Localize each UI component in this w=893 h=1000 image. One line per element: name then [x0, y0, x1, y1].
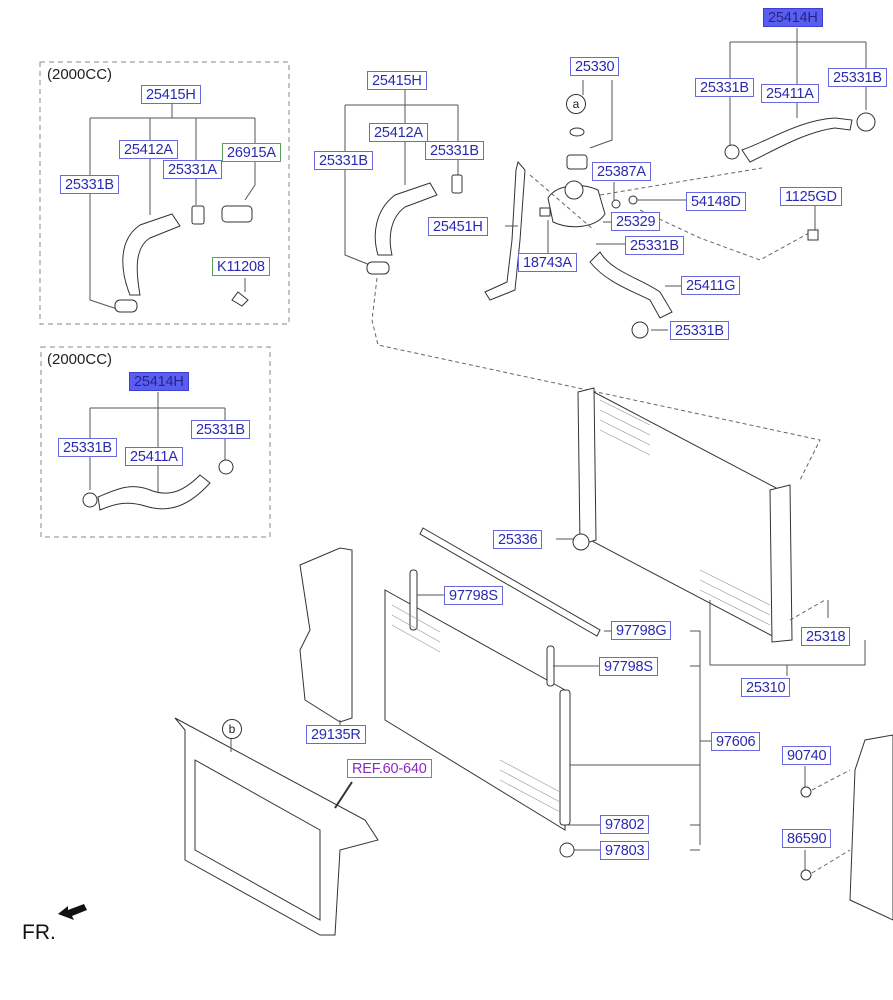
callout-b: b: [222, 719, 242, 739]
part-label-25331B[interactable]: 25331B: [828, 68, 887, 87]
part-label-25387A[interactable]: 25387A: [592, 162, 651, 181]
part-label-25310[interactable]: 25310: [741, 678, 791, 697]
part-label-25331B[interactable]: 25331B: [58, 438, 117, 457]
part-label-25330[interactable]: 25330: [570, 57, 620, 76]
part-label-25412A[interactable]: 25412A: [119, 140, 178, 159]
part-label-25331A[interactable]: 25331A: [163, 160, 222, 179]
part-label-97798S[interactable]: 97798S: [444, 586, 503, 605]
part-label-25331B[interactable]: 25331B: [625, 236, 684, 255]
part-label-1125GD[interactable]: 1125GD: [780, 187, 842, 206]
part-label-90740[interactable]: 90740: [782, 746, 832, 765]
part-label-97803[interactable]: 97803: [600, 841, 650, 860]
part-label-25415H[interactable]: 25415H: [141, 85, 201, 104]
part-label-26915A[interactable]: 26915A: [222, 143, 281, 162]
group-caption-2000cc: (2000CC): [47, 351, 113, 368]
part-label-25336[interactable]: 25336: [493, 530, 543, 549]
part-label-25331B[interactable]: 25331B: [425, 141, 484, 160]
part-label-25329[interactable]: 25329: [611, 212, 661, 231]
front-arrow-icon: [58, 904, 87, 920]
ref-link-60-640[interactable]: REF.60-640: [347, 759, 432, 778]
group-box-2000cc-1: [39, 61, 290, 325]
part-label-25412A[interactable]: 25412A: [369, 123, 428, 142]
part-label-25451H[interactable]: 25451H: [428, 217, 488, 236]
part-label-25331B[interactable]: 25331B: [670, 321, 729, 340]
part-label-25414H[interactable]: 25414H: [129, 372, 189, 391]
part-label-97606[interactable]: 97606: [711, 732, 761, 751]
part-label-25411A[interactable]: 25411A: [125, 447, 183, 466]
part-label-25411G[interactable]: 25411G: [681, 276, 741, 295]
callout-a: a: [566, 94, 586, 114]
part-label-25415H[interactable]: 25415H: [367, 71, 427, 90]
part-label-25331B[interactable]: 25331B: [695, 78, 754, 97]
part-label-25331B[interactable]: 25331B: [60, 175, 119, 194]
part-label-K11208[interactable]: K11208: [212, 257, 270, 276]
part-label-97798S[interactable]: 97798S: [599, 657, 658, 676]
part-label-54148D[interactable]: 54148D: [686, 192, 746, 211]
part-label-25411A[interactable]: 25411A: [761, 84, 819, 103]
part-label-18743A[interactable]: 18743A: [518, 253, 577, 272]
part-label-25331B[interactable]: 25331B: [191, 420, 250, 439]
front-direction-label: FR.: [22, 921, 56, 944]
part-label-97798G[interactable]: 97798G: [611, 621, 672, 640]
part-label-25331B[interactable]: 25331B: [314, 151, 373, 170]
group-box-2000cc-2: [40, 346, 271, 538]
part-label-97802[interactable]: 97802: [600, 815, 650, 834]
part-label-86590[interactable]: 86590: [782, 829, 832, 848]
part-label-25414H[interactable]: 25414H: [763, 8, 823, 27]
part-label-29135R[interactable]: 29135R: [306, 725, 366, 744]
group-caption-2000cc: (2000CC): [47, 66, 113, 83]
part-label-25318[interactable]: 25318: [801, 627, 851, 646]
